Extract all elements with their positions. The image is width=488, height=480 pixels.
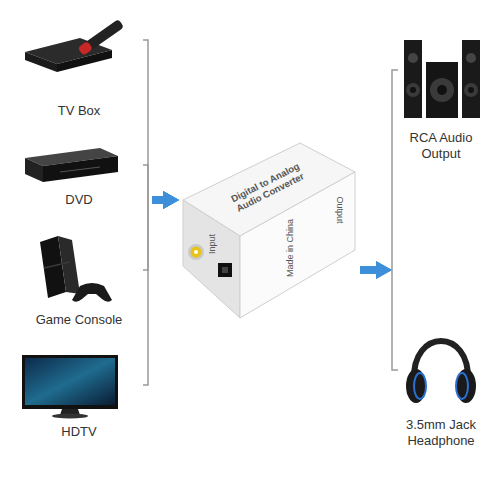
converter-box: Digital to Analog Audio ConverterInputOu… — [180, 140, 358, 322]
device-label: Game Console — [15, 312, 143, 328]
device-label: TV Box — [15, 103, 143, 119]
device-node: DVD — [15, 140, 143, 212]
game-console-icon — [40, 236, 112, 302]
signal-connector — [360, 261, 398, 370]
speakers-icon — [404, 40, 480, 118]
signal-connector — [360, 70, 398, 279]
device-node: HDTV — [15, 350, 143, 444]
device-label: RCA Audio Output — [398, 130, 484, 161]
port-label: Input — [207, 234, 217, 254]
signal-connector — [143, 40, 179, 209]
port-label: Output — [335, 196, 345, 223]
headphones-icon — [406, 341, 476, 403]
device-node: Game Console — [15, 230, 143, 332]
device-node: TV Box — [15, 15, 143, 123]
device-label: DVD — [15, 192, 143, 208]
device-label: HDTV — [15, 424, 143, 440]
output-node: 3.5mm Jack Headphone — [398, 325, 484, 453]
device-label: 3.5mm Jack Headphone — [398, 417, 484, 448]
signal-connector — [143, 191, 179, 385]
converter-outline — [180, 140, 358, 322]
tv-box-icon — [25, 19, 124, 72]
dvd-player-icon — [25, 148, 118, 182]
output-node: RCA Audio Output — [398, 20, 484, 166]
origin-label: Made in China — [285, 219, 295, 277]
hdtv-icon — [22, 355, 118, 419]
